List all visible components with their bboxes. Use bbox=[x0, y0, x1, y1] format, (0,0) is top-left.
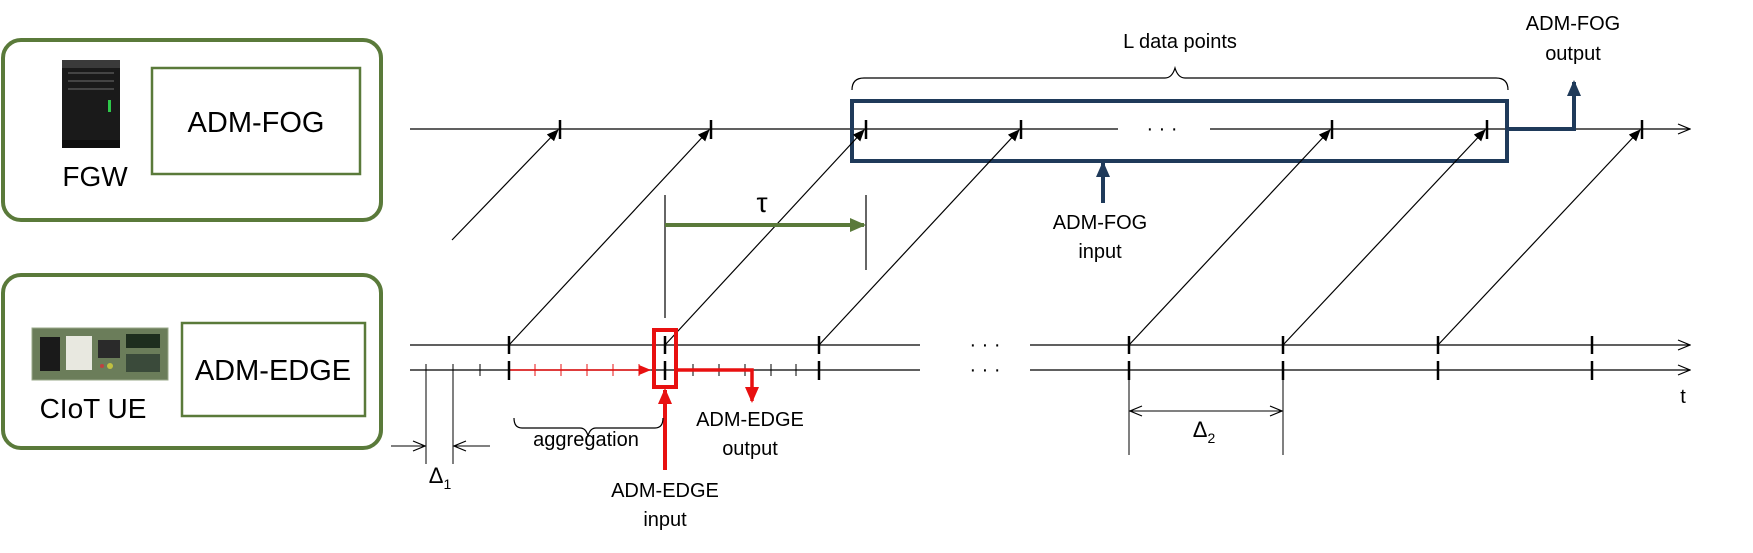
aggregation-brace bbox=[513, 417, 664, 437]
adm-fog-output-label-line2: output bbox=[1545, 43, 1601, 65]
transmission-arrow bbox=[1282, 129, 1486, 346]
adm-fog-output-arrow bbox=[1509, 80, 1581, 131]
delta2-label: Δ2 bbox=[1193, 417, 1216, 446]
delta2-subscript: 2 bbox=[1207, 430, 1215, 446]
adm-fog-module-box bbox=[150, 66, 362, 176]
adm-edge-output-label-line1: ADM-EDGE bbox=[696, 409, 804, 431]
l-data-points-brace bbox=[851, 65, 1509, 91]
circuit-board-icon bbox=[31, 327, 169, 381]
adm-edge-highlight-box bbox=[652, 328, 678, 389]
edge-timelines: · · · · · · t bbox=[391, 328, 1690, 531]
transmission-arrow bbox=[1128, 129, 1331, 346]
l-data-points-label: L data points bbox=[1123, 31, 1237, 53]
ciot-ue-label: CIoT UE bbox=[40, 393, 147, 424]
delta1-label: Δ1 bbox=[429, 463, 452, 492]
adm-edge-output-arrow bbox=[677, 368, 759, 403]
aggregation-label: aggregation bbox=[533, 429, 639, 451]
transmission-arrow bbox=[451, 129, 559, 241]
transmission-arrow bbox=[508, 129, 710, 346]
transmission-arrow bbox=[664, 129, 865, 346]
adm-fog-module-label: ADM-FOG bbox=[188, 107, 325, 139]
adm-fog-window-box bbox=[850, 99, 1509, 163]
tau-latency: τ bbox=[664, 187, 867, 318]
adm-edge-module-box bbox=[180, 321, 367, 418]
fog-timeline: · · · L data points ADM-FOG input ADM-FO… bbox=[410, 13, 1690, 263]
transmission-arrow bbox=[818, 129, 1020, 346]
edge-ellipsis-top: · · · bbox=[969, 334, 1000, 356]
adm-fog-input-label-line2: input bbox=[1078, 241, 1122, 263]
edge-panel: CIoT UE ADM-EDGE bbox=[1, 273, 383, 450]
adm-edge-module-label: ADM-EDGE bbox=[195, 355, 351, 387]
transmission-arrow bbox=[1437, 129, 1641, 346]
adm-edge-input-label-line2: input bbox=[643, 509, 687, 531]
tau-label: τ bbox=[756, 187, 767, 218]
adm-fog-output-label-line1: ADM-FOG bbox=[1526, 13, 1620, 35]
adm-edge-output-label-line2: output bbox=[722, 438, 778, 460]
transmission-arrows bbox=[451, 129, 1641, 346]
edge-ellipsis-bottom: · · · bbox=[969, 359, 1000, 381]
adm-fog-input-label-line1: ADM-FOG bbox=[1053, 212, 1147, 234]
adm-edge-input-label-line1: ADM-EDGE bbox=[611, 480, 719, 502]
fog-ellipsis: · · · bbox=[1146, 118, 1177, 140]
delta1-marker bbox=[391, 376, 490, 464]
delta1-subscript: 1 bbox=[443, 476, 451, 492]
time-axis-label: t bbox=[1680, 386, 1686, 408]
fgw-label: FGW bbox=[62, 161, 128, 192]
delta2-marker bbox=[1128, 380, 1284, 455]
delta1-symbol: Δ bbox=[429, 463, 444, 488]
server-tower-icon bbox=[62, 60, 120, 148]
delta2-symbol: Δ bbox=[1193, 417, 1208, 442]
fog-panel: FGW ADM-FOG bbox=[1, 38, 383, 222]
